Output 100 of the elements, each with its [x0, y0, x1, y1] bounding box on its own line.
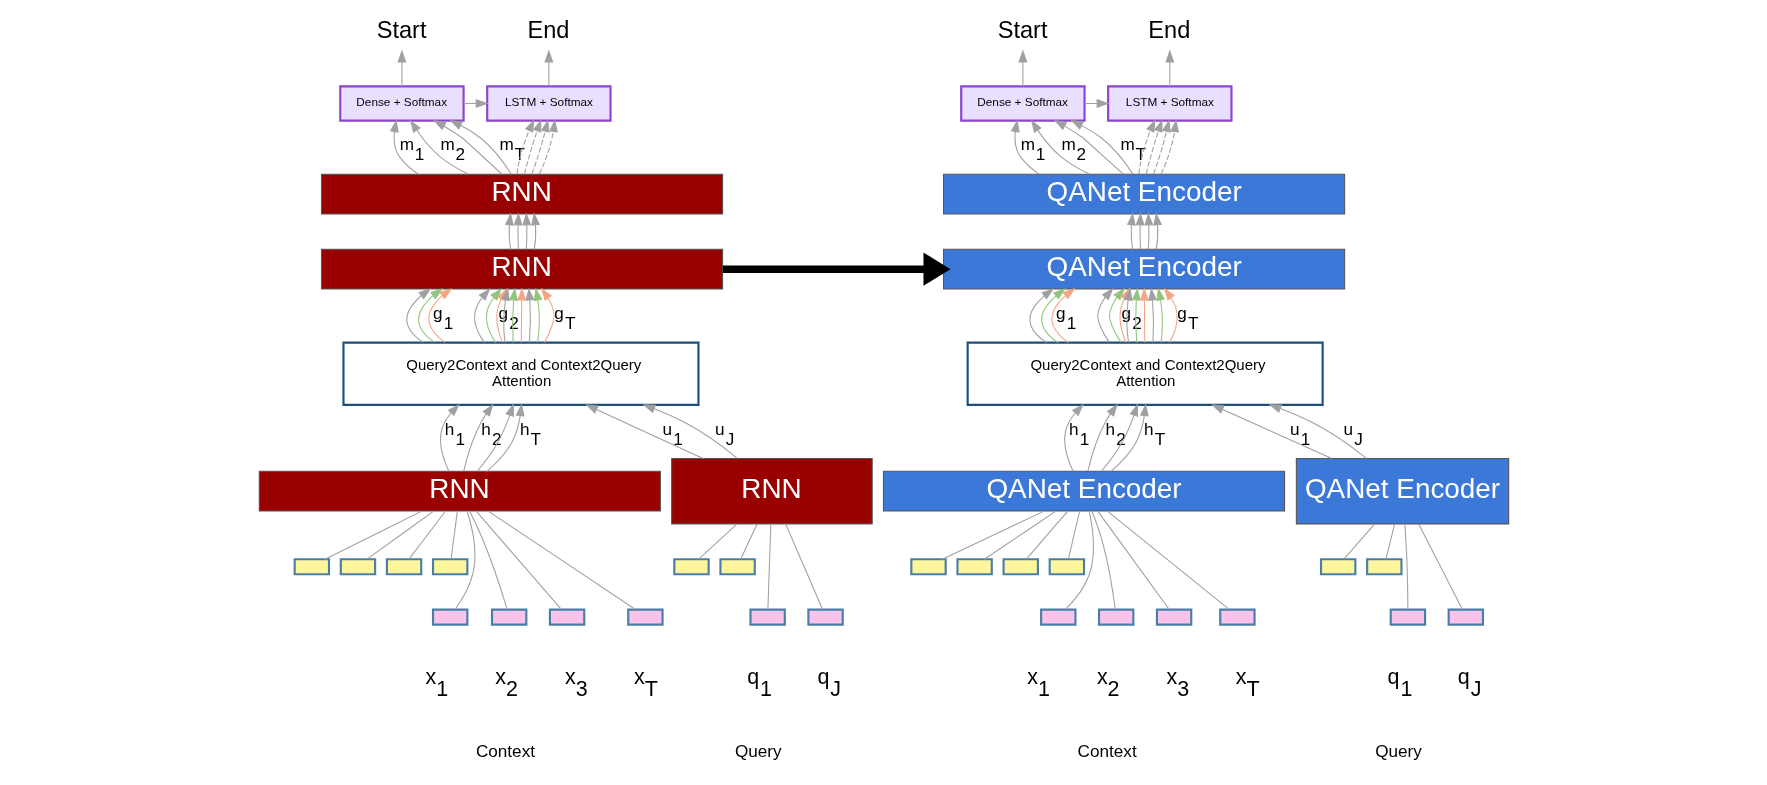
arrow: [530, 119, 549, 175]
node-box: LSTM + Softmax: [485, 85, 612, 122]
arrow: [1010, 119, 1040, 175]
connector: [365, 510, 434, 560]
arrow: [513, 212, 523, 250]
node-box: [385, 558, 422, 576]
arrow: [1063, 403, 1084, 472]
arrow: [540, 287, 555, 343]
node-box: QANet Encoder: [882, 470, 1285, 512]
node-box: [1319, 558, 1356, 576]
node-box: [1365, 558, 1403, 576]
node-box: [293, 558, 330, 576]
arrow: [1137, 119, 1156, 175]
connector: [1384, 523, 1395, 560]
arrow: [1160, 119, 1179, 175]
node-box: [1048, 558, 1085, 576]
node-box: [339, 558, 376, 576]
connector: [1064, 510, 1094, 611]
arrow: [722, 252, 950, 286]
arrow: [530, 212, 540, 250]
arrow: [1147, 287, 1157, 343]
connector: [454, 510, 475, 610]
arrow: [485, 288, 502, 344]
arrow: [462, 403, 494, 472]
node-box: RNN: [670, 457, 873, 525]
node-box: [1447, 608, 1484, 626]
arrow: [1145, 119, 1163, 175]
node-box: LSTM + Softmax: [1106, 85, 1233, 122]
connector: [408, 510, 446, 560]
node-box: [955, 558, 993, 576]
node-box: [1218, 608, 1256, 626]
arrow: [1110, 403, 1149, 472]
label: Query: [1374, 741, 1422, 762]
node-box: Dense + Softmax: [338, 85, 465, 122]
arrow: [1017, 49, 1027, 87]
arrow: [409, 119, 469, 175]
arrow: [1028, 288, 1054, 344]
arrow: [417, 288, 443, 343]
node-box: [431, 608, 468, 626]
node-box: QANet Encoder: [1295, 457, 1509, 525]
arrow: [1143, 212, 1153, 250]
arrow: [543, 49, 553, 87]
node-text: End: [1147, 16, 1190, 43]
arrow: [1086, 403, 1118, 472]
label: Context: [475, 741, 535, 762]
connector: [1343, 523, 1375, 560]
connector: [468, 510, 508, 610]
arrow: [1210, 404, 1332, 459]
arrow: [476, 403, 514, 472]
connector: [1091, 510, 1116, 610]
arrow: [516, 287, 526, 343]
node-box: [431, 558, 468, 576]
connector: [941, 510, 1045, 560]
node-box: [548, 608, 585, 626]
arrow: [1096, 287, 1114, 343]
arrow: [396, 49, 406, 87]
arrow: [500, 287, 510, 343]
arrow: [485, 403, 525, 472]
node-box: [806, 608, 844, 626]
label: Query: [734, 741, 782, 762]
arrow: [1152, 212, 1162, 250]
node-box: QANet Encoder: [942, 173, 1345, 215]
arrow: [1050, 288, 1076, 344]
connector: [1403, 523, 1408, 610]
arrow: [1139, 287, 1149, 343]
arrow: [508, 287, 518, 343]
arrow: [462, 98, 489, 108]
connector: [487, 510, 636, 610]
arrow: [641, 404, 738, 459]
node-box: RNN: [320, 173, 723, 215]
arrow: [389, 119, 419, 175]
arrow: [439, 403, 460, 472]
node-box: [1039, 608, 1076, 626]
arrow: [584, 404, 704, 459]
node-box: Dense + Softmax: [959, 85, 1086, 122]
node-text: Start: [997, 16, 1047, 43]
node-box: [748, 608, 786, 626]
label: Context: [1077, 741, 1137, 762]
node-box: RNN: [258, 470, 661, 512]
arrow: [1069, 120, 1133, 175]
node-box: QANet Encoder: [942, 248, 1345, 290]
arrow: [427, 288, 452, 343]
arrow: [1163, 287, 1178, 344]
arrow: [1083, 98, 1109, 108]
node-box: [1155, 608, 1192, 626]
connector: [739, 523, 758, 560]
arrow: [524, 287, 534, 343]
arrow: [1268, 404, 1367, 459]
arrow: [1108, 287, 1125, 343]
arrow: [432, 119, 502, 175]
node-box: RNN: [320, 248, 723, 290]
arrow: [405, 288, 431, 343]
arrow: [538, 119, 558, 175]
node-box: [1389, 608, 1426, 626]
node-text: Start: [376, 16, 427, 43]
node-box: [1002, 558, 1039, 576]
node-box: [718, 558, 756, 576]
arrow: [1135, 212, 1145, 250]
arrow: [448, 120, 512, 175]
connector: [784, 523, 823, 610]
